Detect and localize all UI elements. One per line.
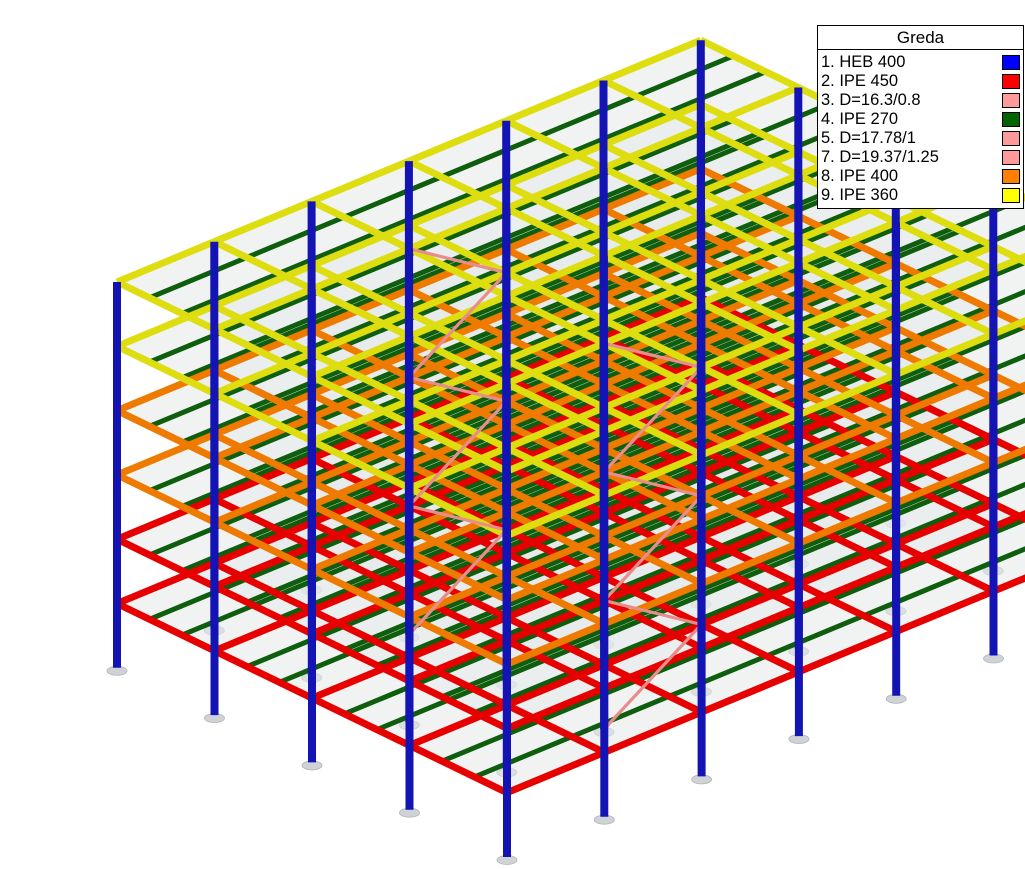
- legend-item: 4. IPE 270: [818, 110, 1023, 129]
- legend-title: Greda: [818, 26, 1023, 50]
- legend-item: 9. IPE 360: [818, 186, 1023, 205]
- diagonal-brace: [408, 247, 507, 275]
- legend-color-swatch: [1002, 150, 1020, 165]
- legend-item-label: 7. D=19.37/1.25: [821, 148, 939, 166]
- legend-color-swatch: [1002, 74, 1020, 89]
- legend-item-label: 8. IPE 400: [821, 167, 899, 185]
- legend-color-swatch: [1002, 131, 1020, 146]
- legend-color-swatch: [1002, 188, 1020, 203]
- diagonal-brace: [603, 470, 702, 498]
- legend-item: 1. HEB 400: [818, 53, 1023, 72]
- diagonal-brace: [408, 375, 507, 403]
- diagonal-brace: [602, 366, 703, 473]
- legend-item-label: 2. IPE 450: [821, 72, 899, 90]
- legend-item: 2. IPE 450: [818, 72, 1023, 91]
- legend-item: 3. D=16.3/0.8: [818, 91, 1023, 110]
- legend-item: 8. IPE 400: [818, 167, 1023, 186]
- diagonal-brace: [408, 504, 507, 532]
- legend-color-swatch: [1002, 55, 1020, 70]
- diagonal-brace: [407, 528, 508, 636]
- legend-color-swatch: [1002, 112, 1020, 127]
- legend-item-label: 5. D=17.78/1: [821, 129, 916, 147]
- diagonal-brace: [603, 341, 702, 369]
- legend-item-label: 4. IPE 270: [821, 110, 899, 128]
- legend-item: 5. D=17.78/1: [818, 129, 1023, 148]
- legend-color-swatch: [1002, 169, 1020, 184]
- diagonal-braces: [407, 247, 703, 731]
- legend-item-label: 1. HEB 400: [821, 53, 906, 71]
- legend-item-label: 9. IPE 360: [821, 186, 899, 204]
- diagonal-brace: [602, 494, 703, 602]
- diagonal-brace: [407, 400, 508, 507]
- legend-color-swatch: [1002, 93, 1020, 108]
- diagonal-brace: [407, 271, 508, 379]
- diagonal-brace: [602, 623, 703, 731]
- legend-item-label: 3. D=16.3/0.8: [821, 91, 921, 109]
- legend-item: 7. D=19.37/1.25: [818, 148, 1023, 167]
- diagonal-brace: [603, 598, 702, 627]
